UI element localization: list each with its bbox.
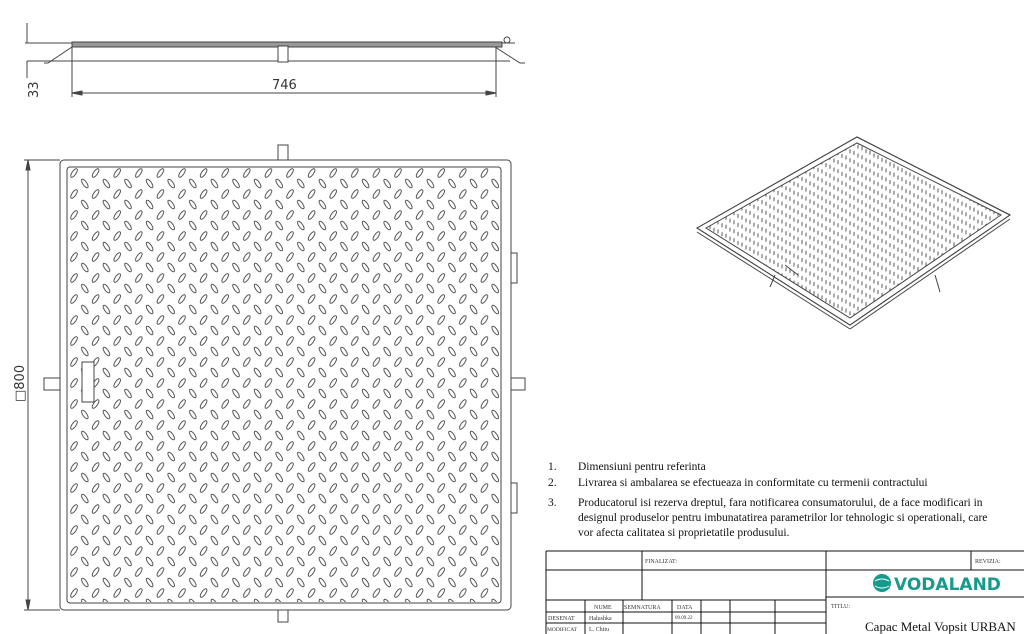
side-dimension: □800 <box>13 365 28 402</box>
note-number: 3. <box>548 497 557 509</box>
name-desenat: Halushka <box>589 616 612 622</box>
side-view <box>25 23 525 97</box>
note-text: Producatorul isi rezerva dreptul, fara n… <box>578 497 983 509</box>
logo-globe-icon <box>873 574 891 592</box>
note-number: 2. <box>548 477 557 489</box>
logo-text: VODALAND <box>894 575 1001 595</box>
notes: 1. Dimensiuni pentru referinta 2. Livrar… <box>548 461 987 539</box>
height-dimension: 33 <box>27 81 42 98</box>
header-data: DATA <box>677 605 693 611</box>
finalizat-label: FINALIZAT: <box>645 559 677 565</box>
note-text: Dimensiuni pentru referinta <box>578 461 706 473</box>
drawing-title: Capac Metal Vopsit URBAN <box>865 619 1016 634</box>
vodaland-logo: VODALAND <box>873 574 1001 595</box>
title-block <box>545 550 1024 634</box>
top-view <box>24 144 526 623</box>
isometric-view <box>696 136 1011 330</box>
note-number: 1. <box>548 461 557 473</box>
header-nume: NUME <box>594 605 612 611</box>
revizia-label: REVIZIA: <box>975 559 1001 565</box>
role-modificat: MODIFICAT <box>547 627 578 633</box>
header-semnatura: SEMNATURA <box>624 605 661 611</box>
note-text: designul produselor pentru imbunatatirea… <box>578 512 987 524</box>
role-desenat: DESENAT <box>548 616 575 622</box>
width-dimension: 746 <box>272 78 297 93</box>
name-modificat: L. Chitu <box>589 627 609 633</box>
note-text: vor afecta calitatea si proprietatile pr… <box>578 527 790 539</box>
titlu-label: TITLU: <box>831 604 850 610</box>
date-desenat: 09.09.22 <box>675 616 693 621</box>
note-text: Livrarea si ambalarea se efectueaza in c… <box>578 477 928 489</box>
